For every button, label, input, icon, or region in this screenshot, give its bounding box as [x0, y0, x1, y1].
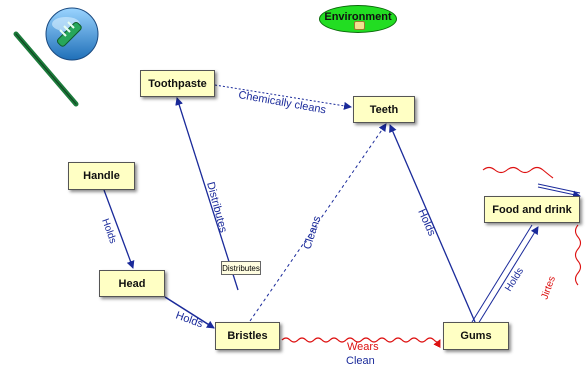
node-head[interactable]: Head — [99, 270, 165, 297]
label-holds-head-bristles: Holds — [174, 310, 205, 331]
node-gums-label: Gums — [460, 330, 492, 342]
link-holds-teeth — [389, 124, 476, 323]
link-holds-gums-food — [471, 224, 533, 323]
node-toothpaste[interactable]: Toothpaste — [140, 70, 215, 97]
link-red-top — [482, 166, 554, 179]
label-wears: Wears — [347, 341, 379, 353]
label-holds-teeth: Holds — [415, 207, 438, 238]
node-gums[interactable]: Gums — [443, 322, 509, 350]
link-distributes — [175, 97, 239, 291]
tooltip-text: Distributes — [222, 263, 260, 273]
link-holds-handle-head — [103, 189, 135, 269]
note-icon — [354, 21, 365, 30]
node-bristles[interactable]: Bristles — [215, 322, 280, 350]
toothbrush-icon — [13, 7, 99, 107]
node-handle[interactable]: Handle — [68, 162, 135, 190]
label-clean: Clean — [346, 355, 375, 367]
environment-label: Environment — [324, 11, 392, 23]
label-holds-gums-food: Holds — [503, 266, 526, 294]
node-food-and-drink[interactable]: Food and drink — [484, 196, 580, 223]
link-cleans — [249, 123, 387, 322]
environment-node[interactable]: Environment — [319, 5, 397, 33]
link-chemically-cleans — [214, 84, 352, 110]
link-holds-head-bristles — [164, 296, 215, 329]
link-jirtes — [574, 224, 582, 286]
label-chemically-cleans: Chemically cleans — [237, 89, 327, 116]
label-distributes: Distributes — [204, 181, 229, 235]
link-wears — [281, 337, 441, 349]
label-jirtes: Jirtes — [539, 275, 558, 301]
node-teeth-label: Teeth — [369, 103, 399, 116]
node-teeth[interactable]: Teeth — [353, 96, 415, 123]
node-food-and-drink-label: Food and drink — [492, 203, 572, 216]
node-toothpaste-label: Toothpaste — [148, 77, 207, 90]
node-head-label: Head — [118, 277, 146, 290]
node-handle-label: Handle — [83, 170, 120, 182]
tooltip: Distributes — [221, 261, 261, 275]
label-cleans: Cleans — [301, 214, 323, 251]
node-bristles-label: Bristles — [227, 330, 268, 342]
